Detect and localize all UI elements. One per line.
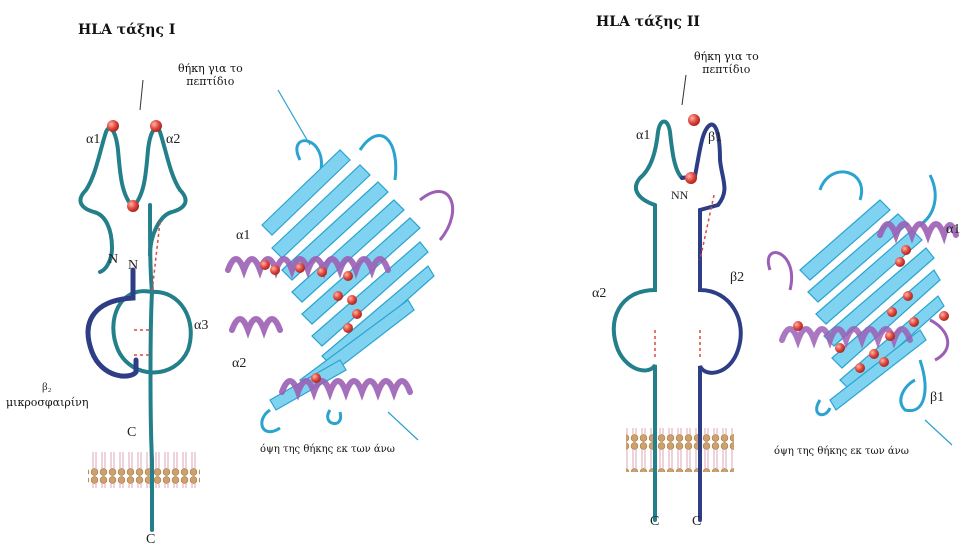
class2-caption: όψη της θήκης εκ των άνω	[774, 446, 909, 457]
class2-ball	[688, 114, 700, 126]
class2-label-a2: α2	[592, 286, 606, 302]
class2-label-b2: β2	[730, 270, 744, 286]
class2-label-a1: α1	[636, 128, 650, 144]
class2-ball	[685, 172, 697, 184]
class1-ribbon	[228, 90, 453, 440]
class2-groove-label: θήκη για το πεπτίδιο	[694, 50, 759, 76]
class1-groove-label: θήκη για το πεπτίδιο	[178, 62, 243, 88]
class1-label-b2m-bottom: μικροσφαιρίνη	[6, 396, 88, 409]
class1-label-n2: N	[128, 258, 138, 274]
class1-label-a3: α3	[194, 318, 208, 334]
class1-caption: όψη της θήκης εκ των άνω	[260, 444, 395, 455]
class1-label-c-lower: C	[146, 532, 155, 548]
class1-label-a1: α1	[86, 132, 100, 148]
class2-label-c2: C	[692, 514, 701, 530]
class1-title: HLA τάξης I	[78, 22, 175, 38]
class1-ball	[127, 200, 139, 212]
class1-membrane	[88, 452, 200, 488]
class1-label-n1: N	[108, 252, 118, 268]
class2-label-nn: NN	[671, 188, 688, 203]
class2-ribbon-label-b1: β1	[930, 390, 944, 406]
class2-ribbon	[768, 172, 956, 445]
class2-title: HLA τάξης II	[596, 14, 700, 30]
class2-beta-sheet	[800, 200, 944, 410]
class1-label-c-upper: C	[127, 425, 136, 441]
class1-ball	[150, 120, 162, 132]
class2-label-b1: β1	[708, 130, 722, 146]
class1-ball	[107, 120, 119, 132]
class1-label-b2m-top: β₂	[42, 381, 51, 393]
class1-helix-a2	[232, 319, 280, 330]
class2-label-c1: C	[650, 514, 659, 530]
class2-ribbon-label-a1: α1	[946, 222, 960, 238]
class2-membrane	[626, 428, 734, 472]
class1-ribbon-label-a1: α1	[236, 228, 250, 244]
class1-label-a2: α2	[166, 132, 180, 148]
class1-ribbon-label-a2: α2	[232, 356, 246, 372]
